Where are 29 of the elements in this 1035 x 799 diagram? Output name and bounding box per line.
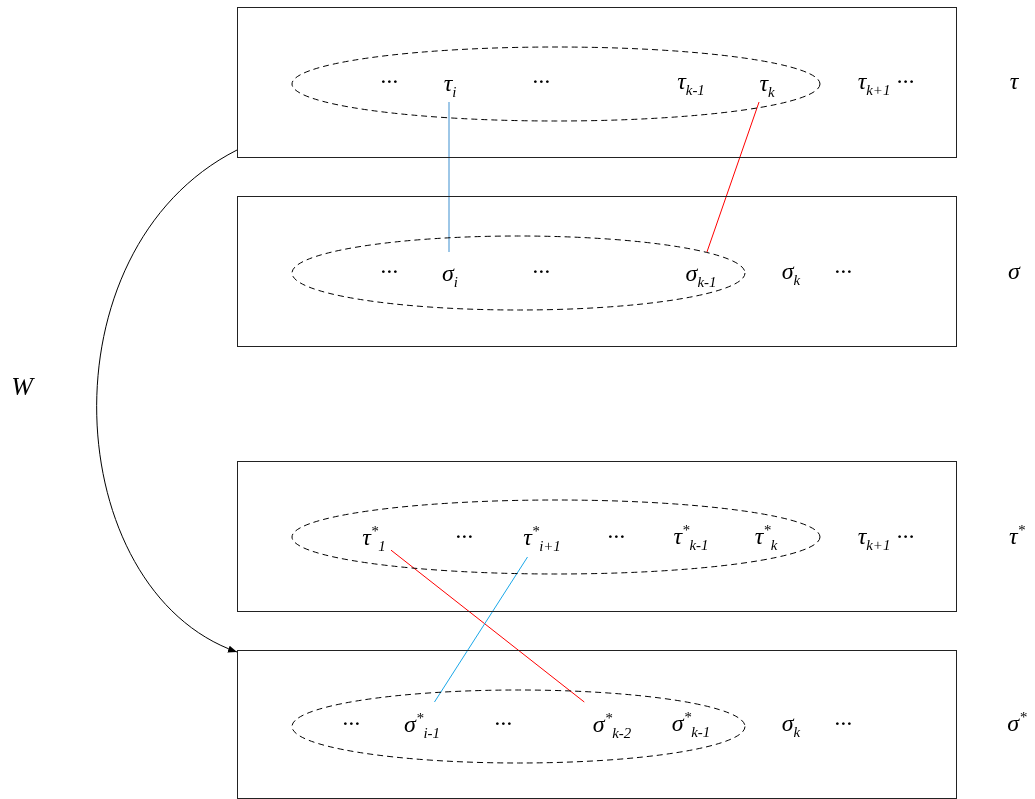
curved-arrow	[96, 149, 238, 653]
math-symbol: ···	[834, 711, 852, 735]
sequence-name: τ	[1009, 69, 1019, 93]
math-symbol: ···	[607, 524, 625, 548]
sequence-name: σ	[1008, 259, 1020, 283]
math-symbol: σ$_{k-1}$	[661, 253, 741, 293]
connector-line	[390, 549, 585, 703]
math-symbol: ···	[455, 524, 473, 548]
math-symbol: τ$_{i}$	[434, 63, 466, 103]
math-symbol: τ$_{k}$	[751, 63, 783, 103]
math-symbol: σ$_{i}$	[433, 253, 467, 293]
connector-line	[706, 101, 760, 253]
math-symbol: τ$_{k-1}$	[677, 69, 705, 93]
math-symbol: ···	[532, 259, 550, 283]
math-symbol: σ$_{k}$	[781, 259, 801, 283]
math-symbol: ···	[834, 259, 852, 283]
edge-label: W	[11, 374, 33, 400]
math-symbol: τ$_{k+1}$ ···	[857, 524, 915, 548]
math-symbol: ···	[380, 259, 398, 283]
sequence-name: τ$^{*}$	[1009, 524, 1025, 548]
math-symbol: ···	[342, 711, 360, 735]
math-symbol: σ$_{k}$	[781, 711, 801, 735]
connector-line	[448, 101, 450, 253]
connector-line	[434, 556, 528, 703]
math-symbol: ···	[380, 69, 398, 93]
math-symbol: τ$_{k+1}$ ···	[857, 69, 915, 93]
math-symbol: ···	[532, 69, 550, 93]
math-symbol: ···	[494, 711, 512, 735]
sequence-name: σ$^{*}$	[1007, 711, 1027, 735]
